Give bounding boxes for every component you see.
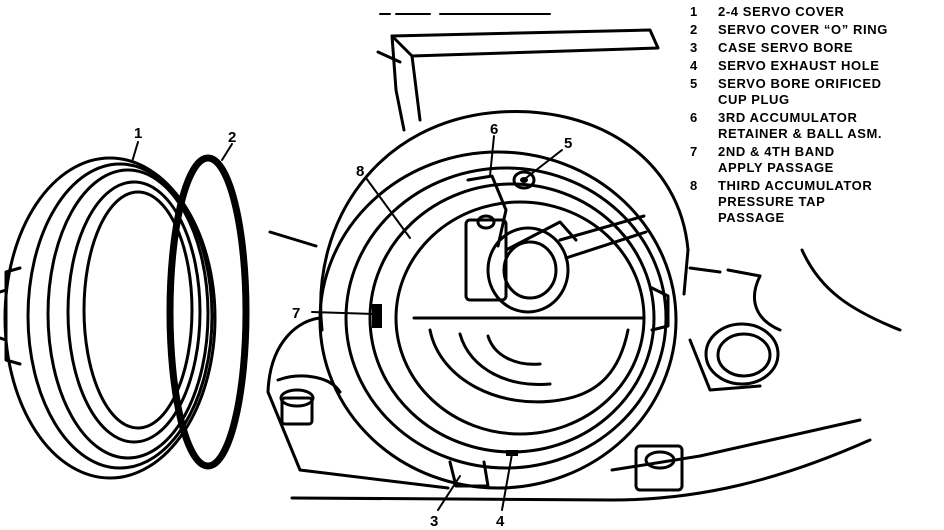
legend-label-6-line-2: RETAINER & BALL ASM. xyxy=(718,126,882,141)
legend-label-3: CASE SERVO BORE xyxy=(718,40,853,55)
servo-cover-drawing xyxy=(0,156,217,480)
callout-5: 5 xyxy=(564,135,572,152)
callout-6: 6 xyxy=(490,121,498,138)
legend-label-8-line-1: THIRD ACCUMULATOR xyxy=(718,178,872,193)
callouts: 1 2 3 4 5 6 7 8 xyxy=(134,121,572,530)
callout-7: 7 xyxy=(292,305,300,322)
legend-label-1: 2-4 SERVO COVER xyxy=(718,4,845,19)
legend-number-1: 1 xyxy=(690,4,697,19)
legend-number-2: 2 xyxy=(690,22,697,37)
legend-label-5-line-1: SERVO BORE ORIFICED xyxy=(718,76,882,91)
callout-4: 4 xyxy=(496,513,505,530)
callout-2: 2 xyxy=(228,129,236,146)
transmission-case-drawing xyxy=(266,13,902,502)
legend-number-4: 4 xyxy=(690,58,698,73)
legend: 1 2-4 SERVO COVER 2 SERVO COVER “O” RING… xyxy=(690,4,888,225)
callout-8: 8 xyxy=(356,163,364,180)
leader-lines xyxy=(131,135,563,511)
legend-number-6: 6 xyxy=(690,110,697,125)
legend-label-2: SERVO COVER “O” RING xyxy=(718,22,888,37)
accumulator-assembly-drawing xyxy=(372,170,648,328)
legend-label-5-line-2: CUP PLUG xyxy=(718,92,790,107)
legend-label-8-line-3: PASSAGE xyxy=(718,210,785,225)
legend-label-7-line-2: APPLY PASSAGE xyxy=(718,160,834,175)
legend-label-7-line-1: 2ND & 4TH BAND xyxy=(718,144,835,159)
legend-label-6-line-1: 3RD ACCUMULATOR xyxy=(718,110,857,125)
o-ring-drawing xyxy=(166,154,250,470)
legend-label-8-line-2: PRESSURE TAP xyxy=(718,194,825,209)
legend-label-4: SERVO EXHAUST HOLE xyxy=(718,58,880,73)
callout-3: 3 xyxy=(430,513,438,530)
legend-number-8: 8 xyxy=(690,178,697,193)
legend-number-5: 5 xyxy=(690,76,697,91)
servo-bore-drawing xyxy=(318,150,678,490)
callout-1: 1 xyxy=(134,125,142,142)
legend-number-3: 3 xyxy=(690,40,697,55)
legend-number-7: 7 xyxy=(690,144,697,159)
